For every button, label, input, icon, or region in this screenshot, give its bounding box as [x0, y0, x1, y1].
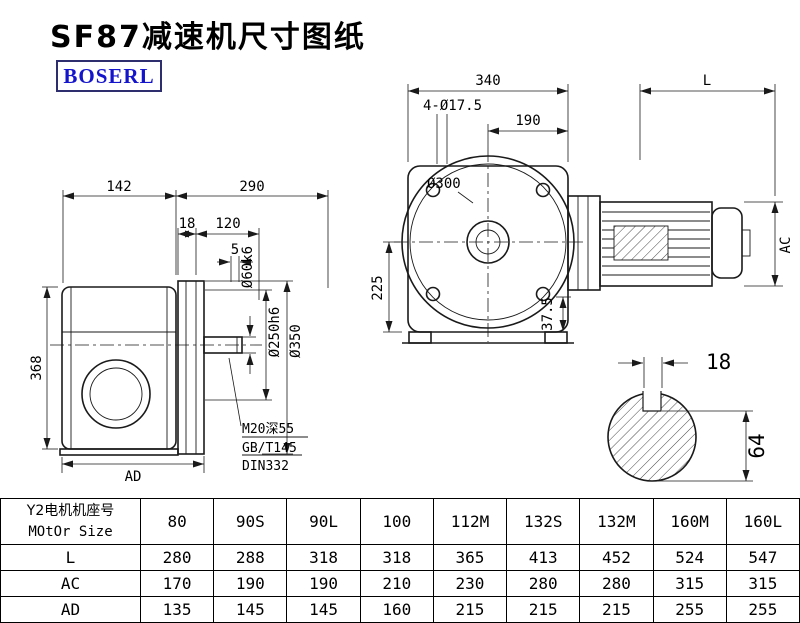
table-cell: 135	[139, 596, 215, 623]
table-cell: 288	[213, 544, 288, 571]
keyway-width-label: 18	[706, 350, 731, 374]
table-cell: 365	[432, 544, 508, 571]
table-cell: 210	[359, 570, 434, 597]
dim-340-label: 340	[475, 73, 500, 89]
table-cell: 255	[652, 596, 727, 623]
boserl-logo-text: BOSERL	[63, 63, 155, 88]
table-row-ac: AC 170 190 190 210 230 280 280 315 315	[0, 570, 800, 597]
dim-120-label: 120	[215, 216, 240, 232]
shaft-hub	[466, 220, 510, 264]
table-cell: 315	[652, 570, 727, 597]
table-cell: 280	[506, 570, 581, 597]
header-motor-frame-en: MOtOr Size	[28, 523, 113, 540]
table-cell: 190	[286, 570, 361, 597]
size-col-header: 90L	[286, 498, 361, 545]
bolt-hole	[535, 286, 551, 302]
keyway-slot	[643, 391, 661, 411]
table-cell: 524	[652, 544, 727, 571]
bolt-hole	[535, 182, 551, 198]
bolt-hole	[425, 182, 441, 198]
mounting-foot	[544, 331, 568, 344]
dia-300-label: Ø300	[427, 176, 461, 192]
dim-142-label: 142	[106, 179, 131, 195]
table-cell: 413	[506, 544, 581, 571]
table-corner-cell: Y2电机机座号 MOtOr Size	[0, 498, 141, 545]
table-cell: 280	[139, 544, 215, 571]
motor-dimension-table: Y2电机机座号 MOtOr Size 80 90S 90L 100 112M 1…	[0, 498, 800, 623]
table-row-ad: AD 135 145 145 160 215 215 215 255 255	[0, 596, 800, 623]
dim-37-5-label: 37.5	[540, 297, 556, 331]
table-header-row: Y2电机机座号 MOtOr Size 80 90S 90L 100 112M 1…	[0, 498, 800, 545]
flange-circle	[401, 155, 575, 329]
table-cell: 280	[579, 570, 654, 597]
page-title: SF87减速机尺寸图纸	[50, 20, 366, 55]
header-motor-frame-cn: Y2电机机座号	[26, 503, 115, 520]
table-cell: 145	[286, 596, 361, 623]
note-din-label: DIN332	[242, 459, 289, 474]
side-view-dimensions: 142 290 18 120 5 368 AD Ø60k6	[29, 179, 329, 485]
motor-endcap	[711, 207, 743, 279]
size-col-header: 112M	[432, 498, 508, 545]
mounting-foot	[408, 331, 432, 344]
size-col-header: 132M	[579, 498, 654, 545]
shaft-section: 18 64	[607, 350, 769, 482]
note-gb-label: GB/T145	[242, 441, 297, 456]
table-cell: 452	[579, 544, 654, 571]
table-cell: 255	[725, 596, 800, 623]
size-col-header: 100	[359, 498, 434, 545]
size-col-header: 80	[139, 498, 215, 545]
housing-bore	[81, 359, 151, 429]
output-flange	[177, 280, 205, 455]
table-cell: 215	[506, 596, 581, 623]
table-row-l: L 280 288 318 318 365 413 452 524 547	[0, 544, 800, 571]
bolt-hole	[425, 286, 441, 302]
size-col-header: 90S	[213, 498, 288, 545]
table-cell: 315	[725, 570, 800, 597]
table-cell: 170	[139, 570, 215, 597]
table-cell: 318	[286, 544, 361, 571]
table-cell: 160	[359, 596, 434, 623]
dim-ad-label: AD	[125, 469, 142, 485]
output-shaft	[203, 336, 243, 354]
dim-368-label: 368	[29, 355, 45, 380]
dia-flange-label: Ø350	[288, 324, 304, 358]
keyway-depth-label: 64	[745, 433, 769, 458]
dim-18-label: 18	[179, 216, 196, 232]
dim-5-label: 5	[231, 242, 239, 258]
table-cell: 215	[579, 596, 654, 623]
table-cell: 145	[213, 596, 288, 623]
table-cell: 215	[432, 596, 508, 623]
row-label: AC	[0, 570, 141, 597]
boserl-logo: BOSERL	[56, 60, 162, 92]
motor-rear-stub	[741, 229, 751, 257]
dia-spigot-label: Ø250h6	[267, 307, 283, 358]
table-cell: 318	[359, 544, 434, 571]
front-view	[394, 148, 751, 344]
dim-225-label: 225	[370, 275, 386, 300]
front-view-dimensions: 340 L 4-Ø17.5 190 Ø300 225 37.5 AC	[370, 73, 794, 333]
table-cell: 190	[213, 570, 288, 597]
table-cell: 547	[725, 544, 800, 571]
dim-l-label: L	[703, 73, 711, 89]
table-cell: 230	[432, 570, 508, 597]
housing-base	[59, 448, 179, 456]
dia-shaft-label: Ø60k6	[240, 246, 256, 288]
side-view	[50, 280, 262, 456]
dim-190-label: 190	[515, 113, 540, 129]
size-col-header: 160L	[725, 498, 800, 545]
size-col-header: 132S	[506, 498, 581, 545]
dim-290-label: 290	[239, 179, 264, 195]
note-tap-label: M20深55	[242, 422, 294, 437]
row-label: AD	[0, 596, 141, 623]
technical-drawing: 142 290 18 120 5 368 AD Ø60k6	[29, 73, 794, 485]
holes-note-label: 4-Ø17.5	[423, 98, 482, 114]
dim-ac-label: AC	[778, 237, 794, 254]
size-col-header: 160M	[652, 498, 727, 545]
motor-adapter-flange	[567, 195, 601, 291]
row-label: L	[0, 544, 141, 571]
